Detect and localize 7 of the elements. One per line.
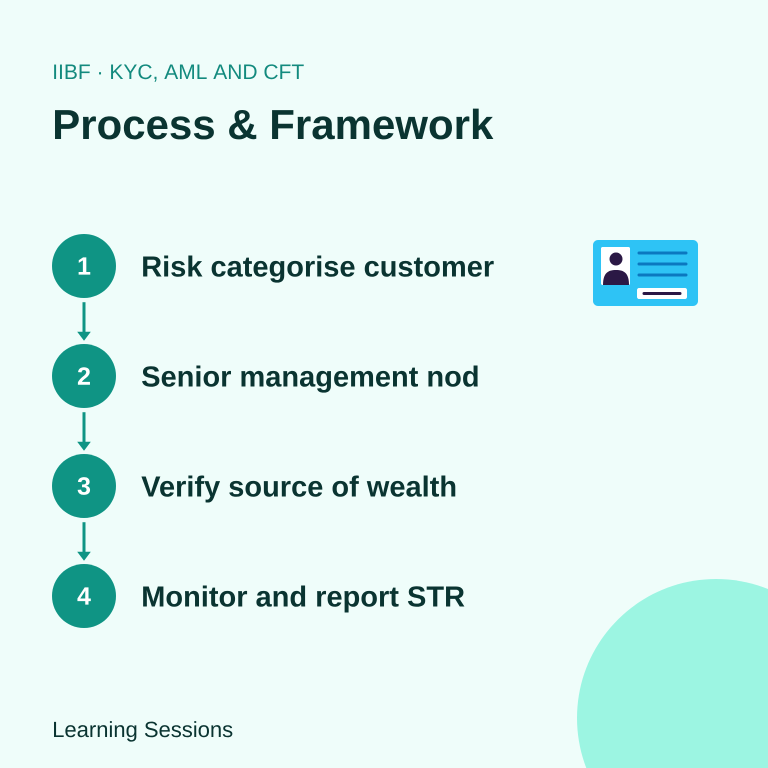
step-label: Senior management nod — [142, 366, 478, 393]
step-label: Risk categorise customer — [143, 255, 494, 283]
title: Process & Framework — [55, 108, 494, 140]
subtitle: IIBF · KYC, AML AND CFT — [54, 64, 304, 82]
footer-text: Learning Sessions — [54, 721, 232, 742]
step-label: Monitor and report STR — [143, 586, 464, 613]
step-label: Verify source of wealth — [141, 476, 456, 503]
